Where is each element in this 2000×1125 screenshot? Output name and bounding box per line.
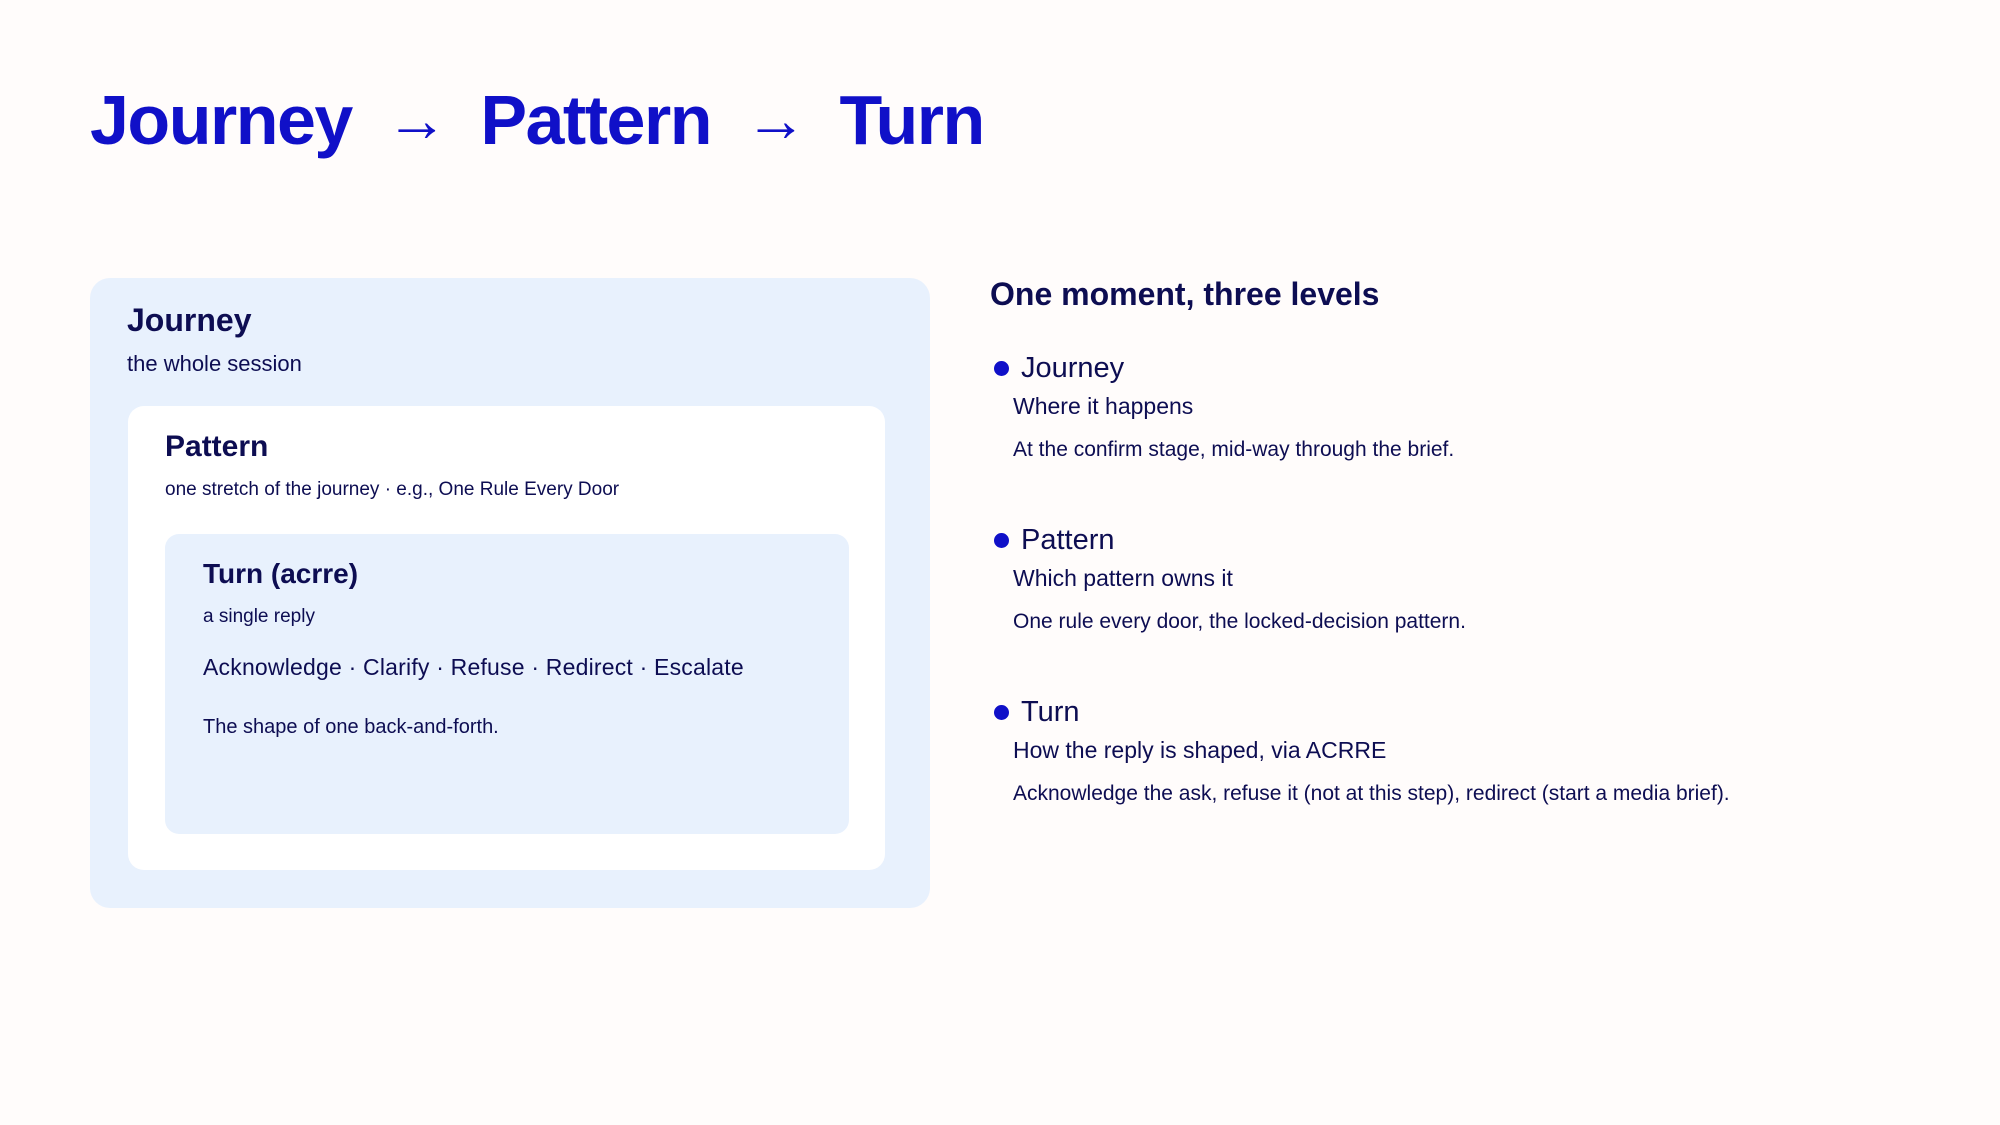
journey-box: Journey the whole session Pattern one st… <box>90 278 930 908</box>
journey-box-subtitle: the whole session <box>127 351 302 376</box>
title-journey: Journey <box>90 81 353 159</box>
levels-panel: One moment, three levels Journey Where i… <box>990 276 1950 805</box>
bullet-icon <box>994 533 1009 548</box>
journey-box-title: Journey <box>127 302 252 338</box>
title-turn: Turn <box>839 81 985 159</box>
level-name: Pattern <box>1021 524 1115 556</box>
level-name: Journey <box>1021 352 1125 384</box>
level-detail: One rule every door, the locked-decision… <box>1013 610 1466 633</box>
level-name: Turn <box>1021 696 1080 728</box>
level-detail: Acknowledge the ask, refuse it (not at t… <box>1013 782 1730 805</box>
bullet-icon <box>994 361 1009 376</box>
turn-box-title: Turn (acrre) <box>203 558 359 589</box>
level-item-journey: Journey Where it happens At the confirm … <box>990 352 1950 462</box>
pattern-box-subtitle: one stretch of the journey · e.g., One R… <box>165 479 620 500</box>
level-item-turn: Turn How the reply is shaped, via ACRRE … <box>990 696 1950 806</box>
bullet-icon <box>994 705 1009 720</box>
arrow-right-icon: → <box>385 85 448 155</box>
level-where: Where it happens <box>1013 393 1194 419</box>
level-item-pattern: Pattern Which pattern owns it One rule e… <box>990 524 1950 634</box>
acrre-list: Acknowledge · Clarify · Refuse · Redirec… <box>203 654 744 680</box>
turn-box-subtitle: a single reply <box>203 606 315 627</box>
level-where: How the reply is shaped, via ACRRE <box>1013 737 1387 763</box>
level-where: Which pattern owns it <box>1013 565 1233 591</box>
turn-box: Turn (acrre) a single reply Acknowledge … <box>165 534 849 834</box>
pattern-box-title: Pattern <box>165 430 269 463</box>
level-detail: At the confirm stage, mid-way through th… <box>1013 438 1455 461</box>
title-pattern: Pattern <box>480 81 712 159</box>
levels-heading: One moment, three levels <box>990 276 1380 312</box>
pattern-box: Pattern one stretch of the journey · e.g… <box>128 406 885 870</box>
page-title: Journey → Pattern → Turn <box>90 80 985 160</box>
turn-box-description: The shape of one back-and-forth. <box>203 716 499 738</box>
arrow-right-icon: → <box>744 85 807 155</box>
